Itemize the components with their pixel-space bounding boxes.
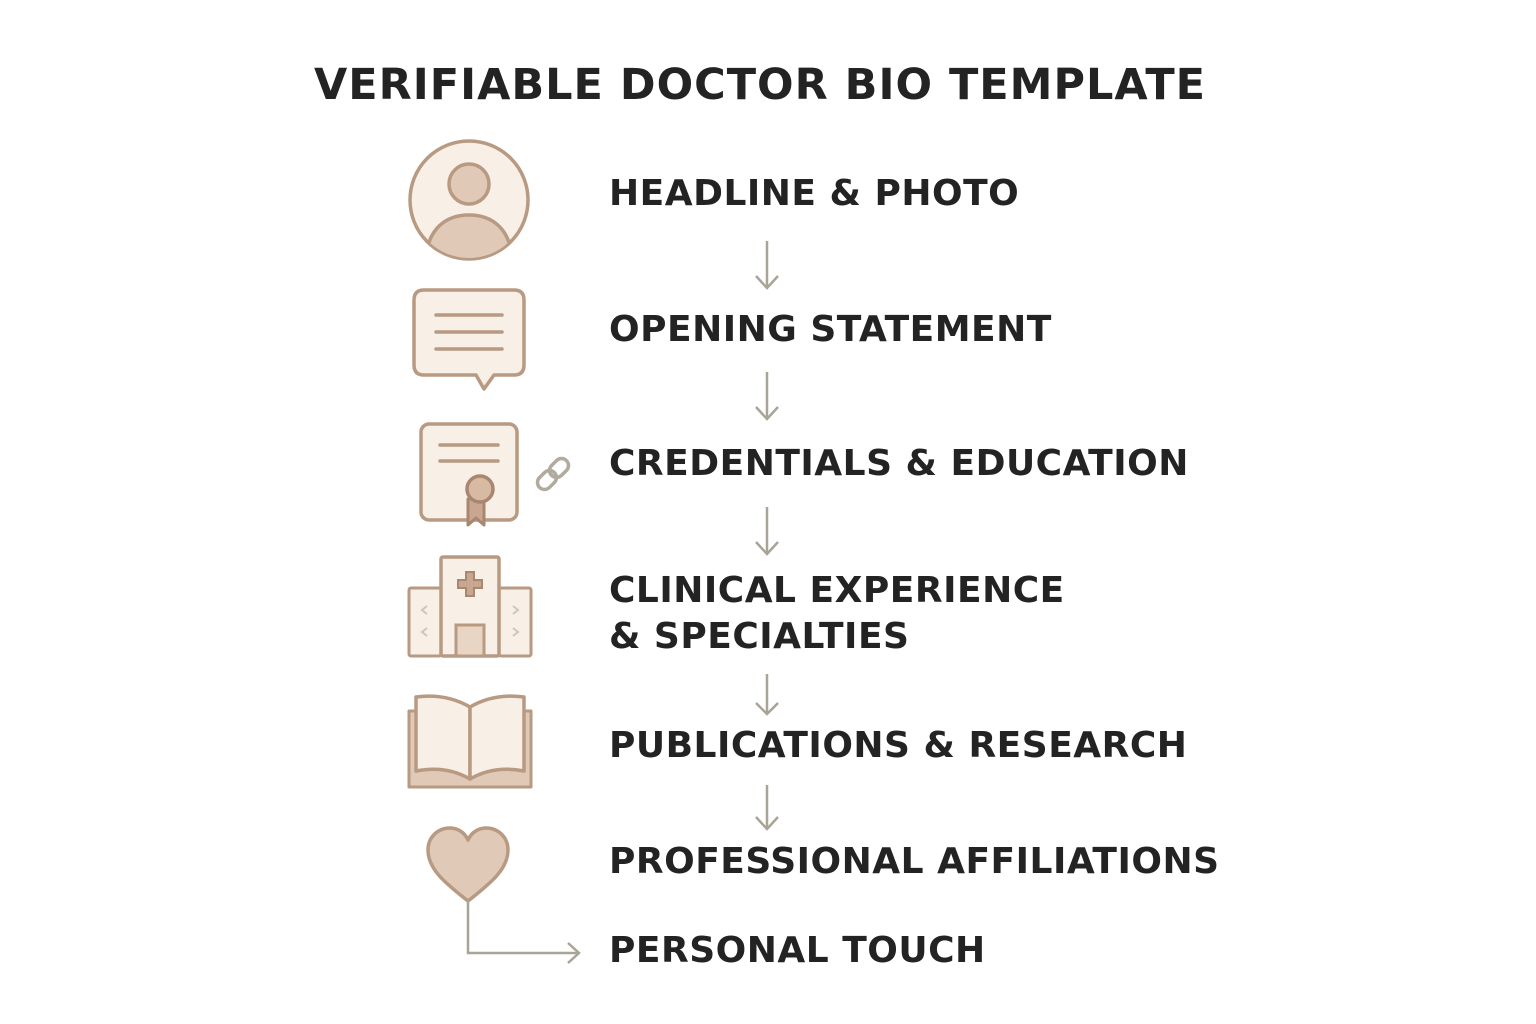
step-label-credentials: CREDENTIALS & EDUCATION [609, 443, 1189, 484]
heart-icon [425, 825, 515, 905]
down-arrow [752, 673, 782, 723]
step-label-opening: OPENING STATEMENT [609, 309, 1052, 350]
step-label-headline: HEADLINE & PHOTO [609, 173, 1020, 214]
elbow-arrow [460, 899, 590, 969]
page-title: VERIFIABLE DOCTOR BIO TEMPLATE [313, 60, 1207, 110]
hospital-icon [406, 554, 534, 660]
step-label-publications: PUBLICATIONS & RESEARCH [609, 725, 1188, 766]
down-arrow [752, 371, 782, 421]
down-arrow [752, 506, 782, 556]
step-label-clinical-line2: & SPECIALTIES [609, 616, 910, 657]
step-label-personal: PERSONAL TOUCH [609, 930, 986, 971]
speech-bubble-icon [412, 287, 528, 393]
down-arrow [752, 784, 782, 834]
user-avatar-icon [406, 137, 532, 263]
step-label-affiliations: PROFESSIONAL AFFILIATIONS [609, 841, 1220, 882]
certificate-icon [418, 421, 578, 531]
step-label-clinical-line1: CLINICAL EXPERIENCE [609, 570, 1065, 611]
open-book-icon [406, 693, 534, 791]
down-arrow [752, 240, 782, 290]
